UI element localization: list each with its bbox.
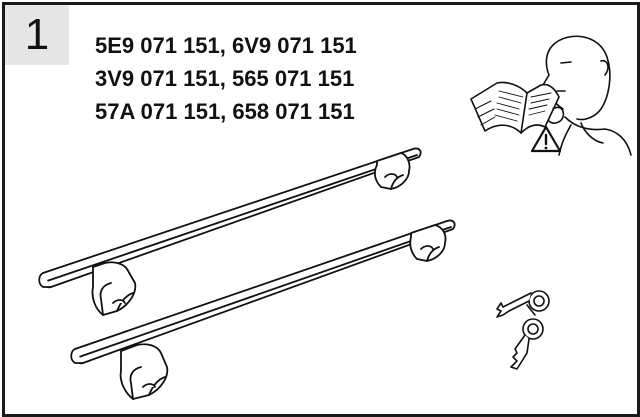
step-number-box: 1 xyxy=(5,5,69,65)
roof-rack-crossbar-icon xyxy=(38,147,456,400)
part-number-line: 5E9 071 151, 6V9 071 151 xyxy=(95,33,357,58)
person-reading-manual-icon xyxy=(470,35,632,156)
part-number-list: 5E9 071 151, 6V9 071 151 3V9 071 151, 56… xyxy=(95,29,357,128)
warning-triangle-icon xyxy=(530,125,562,153)
keys-icon xyxy=(496,290,550,370)
step-number: 1 xyxy=(24,10,50,59)
part-number-line: 57A 071 151, 658 071 151 xyxy=(95,99,355,124)
part-number-line: 3V9 071 151, 565 071 151 xyxy=(95,66,355,91)
illustration xyxy=(38,35,632,400)
